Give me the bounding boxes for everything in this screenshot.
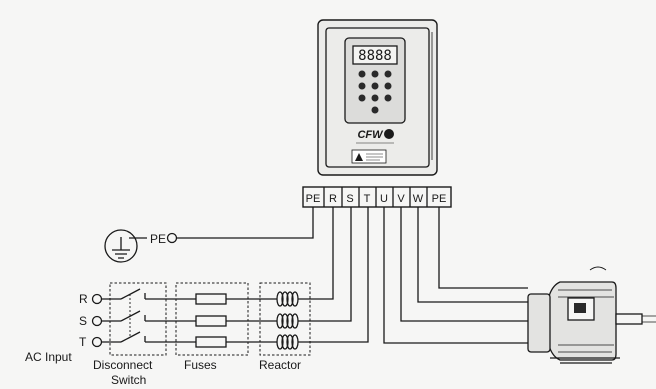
terminal-t	[91, 336, 103, 348]
lcd-display	[352, 45, 398, 65]
terminal-label: S	[346, 193, 353, 205]
phase-s-label: S	[79, 314, 87, 328]
disconnect-switch-box	[109, 282, 167, 356]
terminal-r	[91, 293, 103, 305]
brand-logo: CFW	[357, 129, 384, 141]
disconnect-switch-label-line2: Switch	[111, 373, 147, 387]
ground-icon	[104, 229, 138, 263]
inverter-drive: 8888 CFW	[317, 19, 438, 176]
terminal-label: T	[364, 193, 371, 205]
reactor-box	[259, 282, 311, 356]
fuse-t	[195, 336, 227, 348]
ac-input-label: AC Input	[25, 350, 72, 364]
terminal-label: U	[380, 193, 388, 205]
terminal-label: PE	[432, 193, 447, 205]
terminal-label: V	[397, 193, 405, 205]
terminal-label: W	[413, 193, 424, 205]
fuses-label: Fuses	[184, 358, 217, 372]
lcd-digits: 8888	[358, 48, 392, 64]
reactor-coils	[276, 291, 299, 350]
output-wiring	[383, 207, 528, 344]
motor	[527, 266, 656, 364]
ground-pe-label: PE	[150, 232, 166, 246]
fuse-s	[195, 315, 227, 327]
disconnect-switch-label-line1: Disconnect	[93, 358, 153, 372]
fuse-r	[195, 293, 227, 305]
reactor-label: Reactor	[259, 358, 302, 372]
fuses-box	[175, 282, 249, 356]
phase-t-label: T	[79, 335, 87, 349]
terminal-labels: PE R S T U V W PE PE R S T	[79, 193, 446, 349]
terminal-s	[91, 315, 103, 327]
input-wiring	[91, 207, 369, 356]
phase-r-label: R	[79, 292, 88, 306]
keypad-buttons	[358, 70, 392, 114]
terminal-label: R	[329, 193, 337, 205]
warning-label	[351, 149, 387, 164]
terminal-block	[302, 186, 452, 208]
terminal-label: PE	[306, 193, 321, 205]
ground-connection	[104, 207, 314, 263]
